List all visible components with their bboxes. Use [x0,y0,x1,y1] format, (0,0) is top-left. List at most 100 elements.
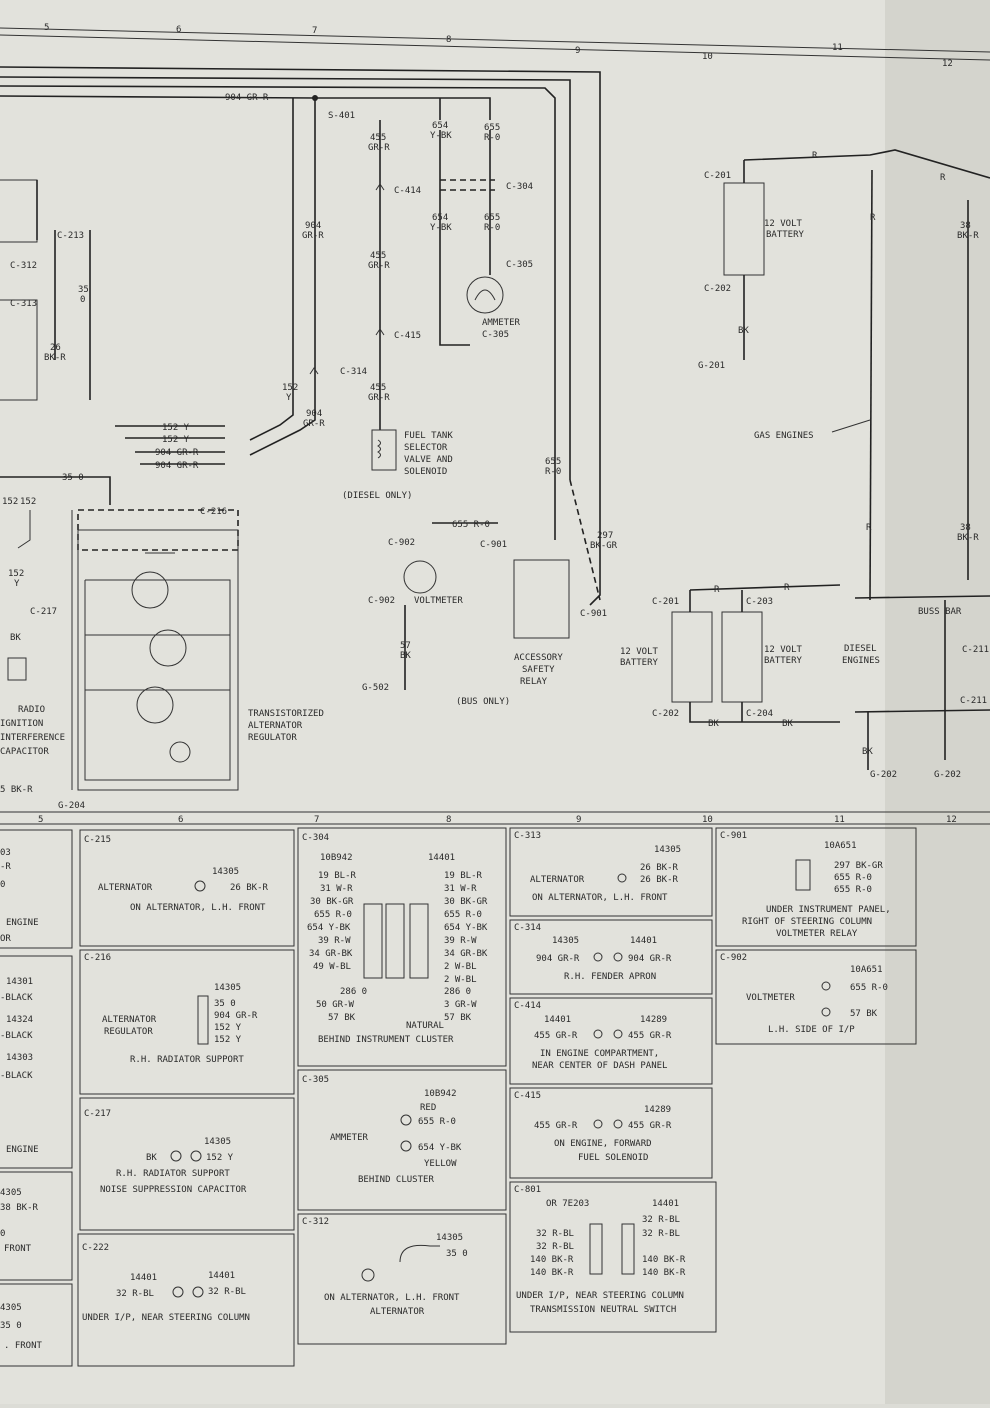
diagram-label: ALTERNATOR [370,1307,425,1317]
diagram-label: 654 Y-BK [307,923,351,933]
grid-10-b: 10 [702,815,713,825]
diagram-label: ALTERNATOR [248,721,303,731]
diagram-label: BEHIND INSTRUMENT CLUSTER [318,1035,454,1045]
diagram-label: NOISE SUPPRESSION CAPACITOR [100,1185,247,1195]
diagram-label: 654 Y-BK [418,1143,462,1153]
wire-152-left: 152 [20,497,36,507]
accessory-relay [513,559,570,639]
diagram-label: R.H. RADIATOR SUPPORT [116,1169,230,1179]
diagram-label: 14401 [208,1271,235,1281]
conn-c201-b: C-201 [652,597,679,607]
diagram-label: FUEL SOLENOID [578,1153,648,1163]
table-c801: C-801 OR 7E203 14401 32 R-BL 32 R-BL 140… [509,1181,717,1333]
diagram-label: 655 R-0 [834,885,872,895]
grid-5: 5 [44,23,49,33]
diagram-label: IGNITION [0,719,43,729]
grid-7: 7 [312,26,317,36]
ground-g201: G-201 [698,361,725,371]
diagram-label: C-313 [514,831,541,841]
diagram-label: C-902 [720,953,747,963]
grid-9-b: 9 [576,815,581,825]
diagram-label: REGULATOR [104,1027,153,1037]
diagram-label: 14305 [212,867,239,877]
diagram-label: 286 0 [340,987,367,997]
diagram-label: RADIO [18,705,45,715]
diagram-label: 655 R-0 [418,1117,456,1127]
wire-bk-bat2: BK [782,719,793,729]
grid-5-b: 5 [38,815,43,825]
wire-654-b-color: Y-BK [430,223,452,233]
wire-r-bat2: R [784,583,790,593]
wire-297: 297 [597,531,613,541]
diagram-label: 654 Y-BK [444,923,488,933]
left-col-14: 0 [0,1229,5,1239]
conn-c902-b: C-902 [368,596,395,606]
diagram-label: 32 R-BL [536,1229,574,1239]
conn-c313: C-313 [10,299,37,309]
diagram-label: 57 BK [328,1013,356,1023]
conn-c901: C-901 [480,540,507,550]
left-col-2: 0 [0,880,5,890]
left-col-10: -BLACK [0,1071,33,1081]
diagram-label: ACCESSORY [514,653,563,663]
diagram-label: BK [146,1153,157,1163]
diagram-label: 10A651 [824,841,857,851]
ground-g502: G-502 [362,683,389,693]
diagram-label: VOLTMETER RELAY [776,929,858,939]
accessory-label: ACCESSORY SAFETY RELAY [514,653,563,687]
conn-c901-b: C-901 [580,609,607,619]
table-c222: C-222 14401 14401 32 R-BL 32 R-BL UNDER … [77,1233,295,1367]
diagram-label: CAPACITOR [0,747,49,757]
conn-c312: C-312 [10,261,37,271]
wire-455-b-color: GR-R [368,261,390,271]
grid-8-b: 8 [446,815,451,825]
buss-bar-label: BUSS BAR [918,607,962,617]
wire-57-color: BK [400,651,411,661]
grid-11: 11 [832,43,843,53]
wire-38-b-color: BK-R [957,533,979,543]
wire-455-c: 455 [370,383,386,393]
wire-152y-a: 152 Y [162,423,190,433]
diagram-label: 140 BK-R [642,1268,686,1278]
diagram-label: 10B942 [320,853,353,863]
diagram-label: TRANSMISSION NEUTRAL SWITCH [530,1305,676,1315]
diagram-label: UNDER I/P, NEAR STEERING COLUMN [516,1291,684,1301]
wire-38-b: 38 [960,523,971,533]
diagram-label: L.H. SIDE OF I/P [768,1025,855,1035]
diagram-label: 904 GR-R [536,954,580,964]
diagram-label: 14289 [644,1105,671,1115]
ammeter-label: AMMETER [482,318,521,328]
diagram-label: RIGHT OF STEERING COLUMN [742,917,872,927]
diagram-label: 455 GR-R [628,1031,672,1041]
conn-c211-b: C-211 [960,696,987,706]
diagram-label: 655 R-0 [850,983,888,993]
conn-c202: C-202 [704,284,731,294]
grid-7-b: 7 [314,815,319,825]
diagram-label: 32 R-BL [536,1242,574,1252]
voltmeter-label: VOLTMETER [414,596,463,606]
wire-152y-b: 152 Y [162,435,190,445]
wire-bk-bat: BK [708,719,719,729]
diagram-label: BEHIND CLUSTER [358,1175,434,1185]
diagram-label: 35 0 [214,999,236,1009]
wire-455-c-color: GR-R [368,393,390,403]
diagram-label: 286 0 [444,987,471,997]
wire-5-bkr: 5 BK-R [0,785,33,795]
diagram-label: C-217 [84,1109,111,1119]
diagram-label: 14305 [436,1233,463,1243]
grid-8: 8 [446,35,451,45]
wire-455-b: 455 [370,251,386,261]
wire-654-color: Y-BK [430,131,452,141]
wire-38: 38 [960,221,971,231]
grid-6: 6 [176,25,181,35]
diagram-label: 655 R-0 [834,873,872,883]
wire-57: 57 [400,641,411,651]
diagram-label: 14305 [552,936,579,946]
radio-capacitor-label: RADIO IGNITION INTERFERENCE CAPACITOR [0,705,65,757]
diagram-label: 297 BK-GR [834,861,883,871]
wire-bk-top: BK [738,326,749,336]
conn-c415: C-415 [394,331,421,341]
ground-g202-b: G-202 [934,770,961,780]
battery-top-label: BATTERY [766,230,805,240]
diagram-label: ALTERNATOR [98,883,153,893]
